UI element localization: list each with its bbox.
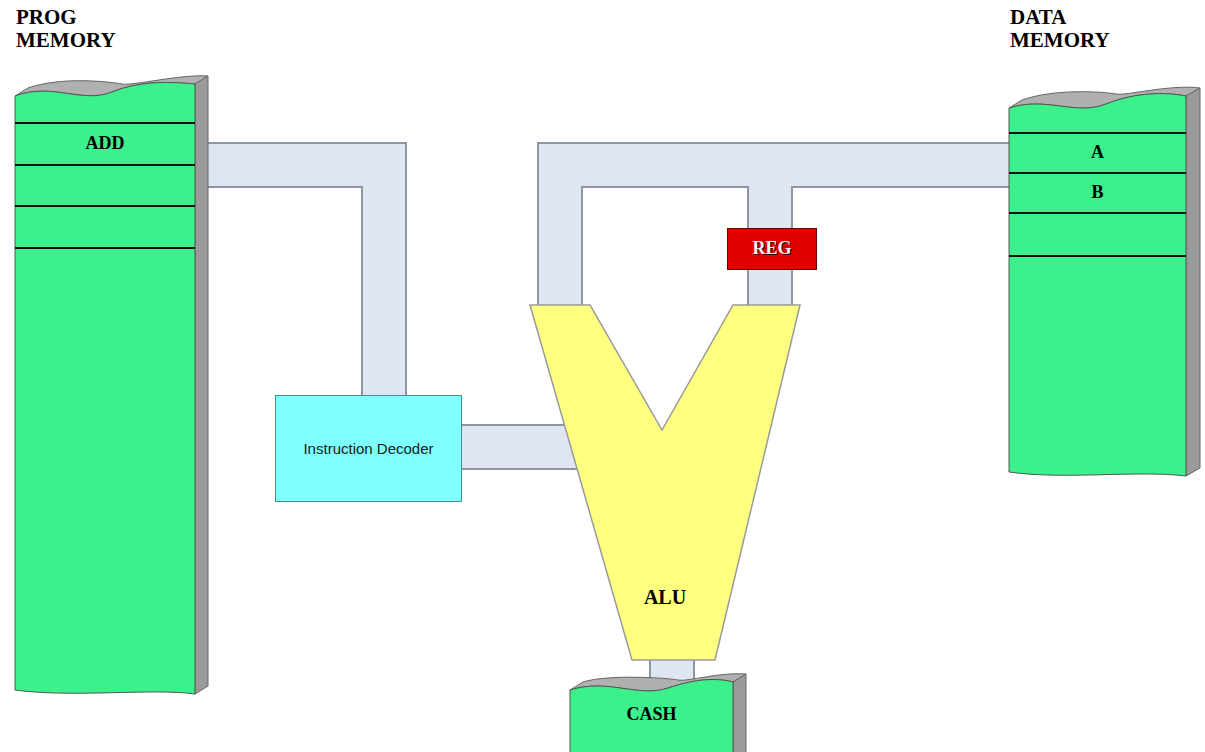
cache-label: CASH <box>626 704 676 726</box>
bus-fill-layer <box>206 165 1014 688</box>
variable-name: A <box>1091 142 1104 164</box>
bus-outline <box>770 165 1014 230</box>
bus-outline <box>206 165 384 397</box>
memory-heading: PROG MEMORY <box>16 6 136 52</box>
decoder-box: Instruction Decoder <box>275 395 462 502</box>
memory-block: PROG MEMORY ADD <box>12 4 208 704</box>
cell-line <box>1009 255 1186 257</box>
block-face <box>1009 94 1186 476</box>
memory-heading: DATA MEMORY <box>1010 6 1130 52</box>
block-face <box>15 82 195 694</box>
memory-cell: A <box>1009 132 1186 174</box>
block-side <box>195 76 208 694</box>
decoder-label: Instruction Decoder <box>303 440 433 458</box>
data-bus <box>770 165 1014 230</box>
bus-outline-layer <box>206 165 1014 688</box>
cell-line <box>15 206 195 248</box>
variable-name: B <box>1091 182 1103 204</box>
bus-outline <box>560 165 1014 307</box>
alu-label: ALU <box>644 585 686 609</box>
data-bus <box>560 165 1014 307</box>
cache-block: CASH <box>568 668 748 752</box>
memory-block-shape <box>1006 4 1200 484</box>
instruction-name: ADD <box>86 133 125 155</box>
block-side <box>733 674 746 752</box>
alu-outline <box>530 305 800 660</box>
register-box: REG <box>727 228 817 270</box>
alu-shape: ALU <box>528 303 802 662</box>
block-face <box>570 680 733 752</box>
memory-block: DATA MEMORY AB <box>1006 4 1200 484</box>
alu-shape-shape <box>528 303 802 662</box>
data-bus <box>749 268 791 307</box>
bus-outline <box>747 268 793 307</box>
data-bus <box>206 165 384 397</box>
memory-block-shape <box>12 4 208 704</box>
block-side <box>1186 88 1200 476</box>
register-label: REG <box>752 238 791 260</box>
memory-cell: B <box>1009 172 1186 214</box>
memory-cell: ADD <box>15 122 195 166</box>
